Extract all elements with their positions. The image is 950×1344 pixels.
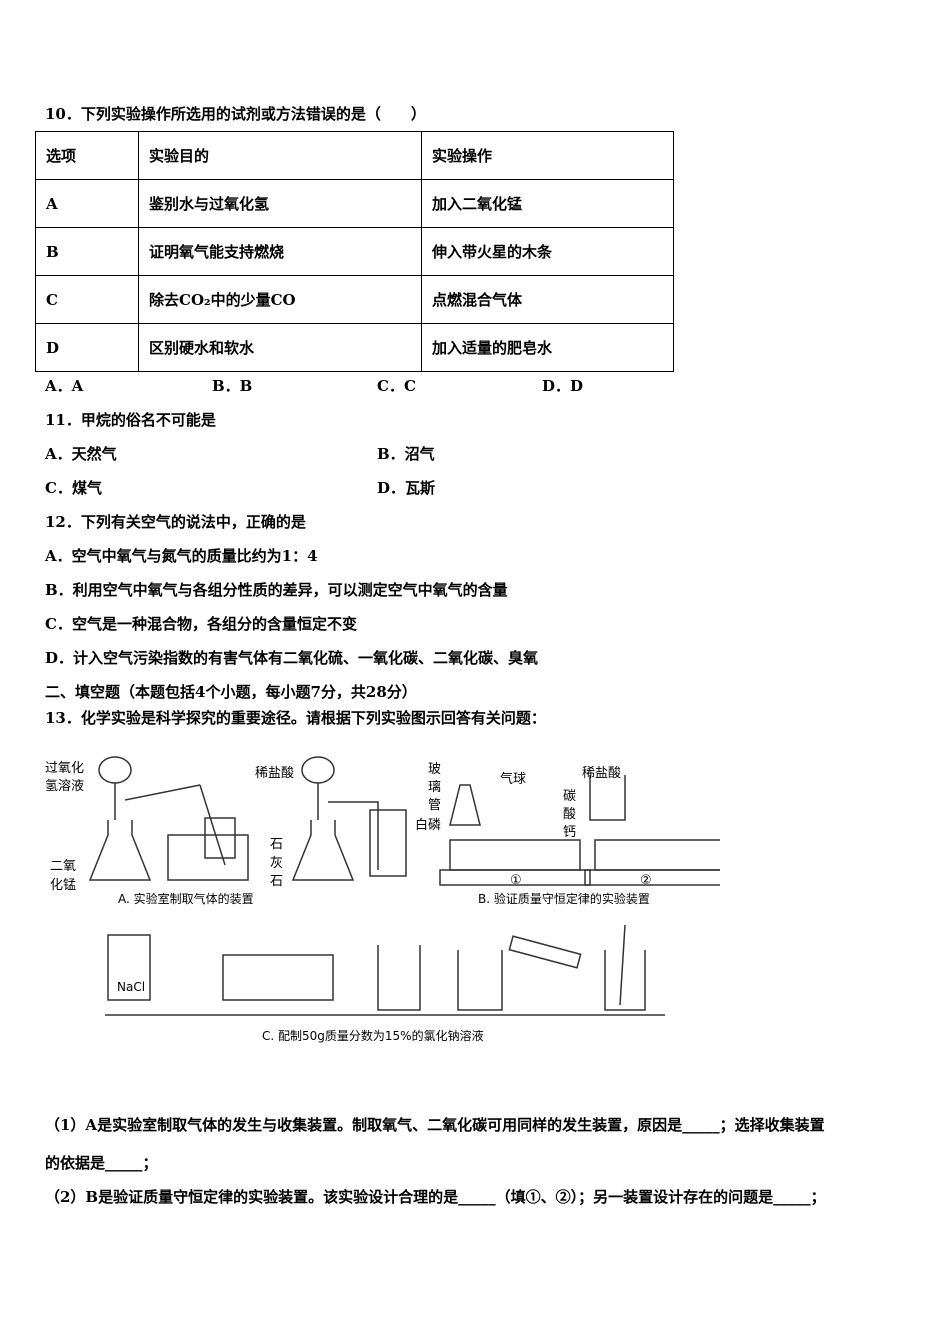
caption-a: A. 实验室制取气体的装置 [118,892,254,906]
label-limestone: 石 [270,837,284,852]
label-limestone: 灰 [270,856,284,871]
header-cell: 选项 [35,131,139,180]
label-setup-1: ① [510,873,522,888]
cell: D [35,323,139,372]
q10-option: B．B [212,377,253,395]
cell: 点燃混合气体 [421,275,674,324]
label-balloon: 气球 [500,772,527,787]
label-hcl: 稀盐酸 [255,766,295,781]
q11-option: A．天然气 [45,445,117,463]
q13-part1: （1）A是实验室制取气体的发生与收集装置。制取氧气、二氧化碳可用同样的发生装置，… [45,1116,825,1134]
cell: 除去CO₂中的少量CO [138,275,422,324]
table-header-row: 选项实验目的实验操作 [35,131,674,180]
cell: 加入适量的肥皂水 [421,323,674,372]
cell: 加入二氧化锰 [421,179,674,228]
cell: 证明氧气能支持燃烧 [138,227,422,276]
caption-c: C. 配制50g质量分数为15%的氯化钠溶液 [262,1029,484,1043]
header-cell: 实验操作 [421,131,674,180]
q11-option: D．瓦斯 [377,479,436,497]
q12-option: C．空气是一种混合物，各组分的含量恒定不变 [45,615,357,633]
label-glass-tube: 管 [428,798,442,813]
cell: 区别硬水和软水 [138,323,422,372]
label-white-phosphorus: 白磷 [415,818,442,833]
q11-option: B．沼气 [377,445,435,463]
label-caco3: 碳 [563,789,577,804]
q10-option: A．A [45,377,84,395]
label-mno2: 二氧 [50,859,77,874]
cell: B [35,227,139,276]
cell: A [35,179,139,228]
cell: 鉴别水与过氧化氢 [138,179,422,228]
label-hydrogen-peroxide: 过氧化 [45,761,85,776]
label-caco3: 酸 [563,807,577,822]
label-setup-2: ② [640,873,652,888]
section-heading: 二、填空题（本题包括4个小题，每小题7分，共28分） [45,683,417,701]
q10-option: C．C [377,377,416,395]
label-glass-tube: 璃 [428,780,442,795]
caption-b: B. 验证质量守恒定律的实验装置 [478,892,650,906]
experiment-figure [88,756,720,1016]
q13-part1-cont: 的依据是_____； [45,1154,158,1172]
q10-stem: 10．下列实验操作所选用的试剂或方法错误的是（ ） [45,105,426,123]
label-hydrogen-peroxide: 氢溶液 [45,779,85,794]
q11-stem: 11．甲烷的俗名不可能是 [45,411,216,429]
q12-option: A．空气中氧气与氮气的质量比约为1：4 [45,547,318,565]
q12-stem: 12．下列有关空气的说法中，正确的是 [45,513,306,531]
q13-part2: （2）B是验证质量守恒定律的实验装置。该实验设计合理的是_____（填①、②）；… [45,1188,826,1206]
q10-option: D．D [542,377,584,395]
label-glass-tube: 玻 [428,762,442,777]
label-hcl: 稀盐酸 [582,766,622,781]
cell: C [35,275,139,324]
label-limestone: 石 [270,874,284,889]
q13-stem: 13．化学实验是科学探究的重要途径。请根据下列实验图示回答有关问题： [45,709,546,727]
cell: 伸入带火星的木条 [421,227,674,276]
q11-option: C．煤气 [45,479,102,497]
label-caco3: 钙 [563,825,577,840]
header-cell: 实验目的 [138,131,422,180]
label-nacl: NaCl [117,980,146,994]
q12-option: D．计入空气污染指数的有害气体有二氧化硫、一氧化碳、二氧化碳、臭氧 [45,649,539,667]
q12-option: B．利用空气中氧气与各组分性质的差异，可以测定空气中氧气的含量 [45,581,508,599]
label-mno2: 化锰 [50,878,77,893]
